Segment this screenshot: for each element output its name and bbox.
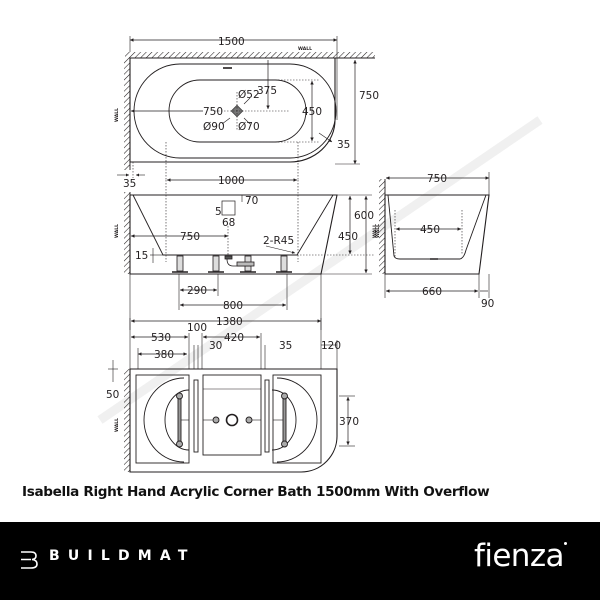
dim-750-side: 750 [427,173,447,185]
plan-view-labels: 1380 530 100 30 420 35 380 120 50 370 WA… [106,316,359,432]
dim-30: 30 [209,340,222,352]
dim-90: 90 [481,298,494,310]
plan-view [108,318,355,473]
dim-68: 68 [222,217,235,229]
support-legs [172,255,292,273]
dim-1500: 1500 [218,36,245,48]
registered-mark-icon [564,542,567,545]
footer-bar: BUILDMAT fienza [0,522,600,600]
dim-375: 375 [257,85,277,97]
dim-1000: 1000 [218,175,245,187]
wall-label-front: WALL [114,224,120,238]
technical-drawing: 1500 WALL WALL 750 375 450 750 Ø52 Ø90 Ø… [97,36,543,473]
top-wall-hatch [125,52,375,58]
dim-35-plan: 35 [279,340,292,352]
fienza-logo: fienza [474,538,565,574]
wall-label-top: WALL [298,46,312,52]
front-view [117,173,375,330]
dim-120: 120 [321,340,341,352]
dim-100: 100 [187,322,207,334]
watermark [97,116,543,424]
side-view [379,172,490,298]
dim-35-rim: 35 [337,139,350,151]
dim-70: 70 [245,195,258,207]
dim-750-right: 750 [359,90,379,102]
dim-r45: 2-R45 [263,235,294,247]
wall-label-side: WALL [114,108,120,122]
top-view-labels: 1500 WALL WALL 750 375 450 750 Ø52 Ø90 Ø… [114,36,379,151]
dim-1380: 1380 [216,316,243,328]
dim-290: 290 [187,285,207,297]
dim-660: 660 [422,286,442,298]
dim-450-side: 450 [420,224,440,236]
dim-15: 15 [135,250,148,262]
dim-530: 530 [151,332,171,344]
dim-50: 50 [106,389,119,401]
top-view [124,36,375,180]
dim-370: 370 [339,416,359,428]
dim-750-drain: 750 [203,106,223,118]
side-wall-hatch [124,58,130,170]
dim-800: 800 [223,300,243,312]
dim-420: 420 [224,332,244,344]
wall-label-plan: WALL [114,418,120,432]
dim-450-front: 450 [338,231,358,243]
side-view-labels: 750 450 660 90 WALL [375,173,494,310]
product-title: Isabella Right Hand Acrylic Corner Bath … [22,484,490,500]
buildmat-wordmark: BUILDMAT [49,548,196,564]
dim-dia-70: Ø70 [238,121,260,133]
dim-600: 600 [354,210,374,222]
buildmat-logo-icon [21,551,38,569]
front-view-labels: 35 1000 70 5 68 750 15 2-R45 450 600 WAL… [114,175,378,312]
dim-750-front: 750 [180,231,200,243]
wall-label-side-view: WALL [375,224,381,238]
dim-dia-90: Ø90 [203,121,225,133]
dim-5: 5 [215,206,222,218]
wall-label-front-right: WALL [372,224,378,238]
dim-35-wall: 35 [123,178,136,190]
dim-dia-52: Ø52 [238,89,260,101]
dim-380: 380 [154,349,174,361]
dim-450: 450 [302,106,322,118]
